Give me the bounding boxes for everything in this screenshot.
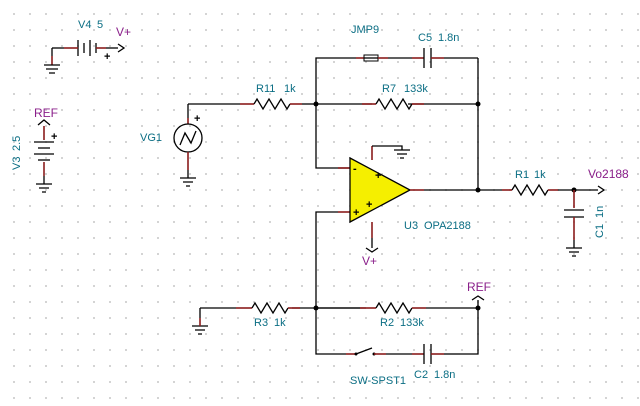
resistor-r3[interactable]: [236, 301, 300, 315]
resistor-r1[interactable]: [478, 183, 598, 197]
r7-name: R7: [382, 83, 396, 95]
u3-value: OPA2188: [424, 220, 471, 232]
junction-dot-inv: [313, 101, 319, 107]
c1-name: C1: [594, 224, 606, 238]
v3-name: V3: [11, 157, 23, 170]
junction-dot-ref: [475, 305, 481, 311]
capacitor-c5[interactable]: [412, 48, 478, 68]
jumper-jmp9[interactable]: [356, 54, 412, 62]
battery-v3[interactable]: [34, 119, 54, 193]
switch-sw-spst1[interactable]: [346, 347, 412, 356]
v4-value: 5: [97, 19, 103, 31]
u3-minus-input-sign: -: [353, 163, 357, 175]
vplus-net-label-top: V+: [116, 25, 131, 39]
v3-value: 2.5: [11, 136, 23, 151]
ref-net-label-left: REF: [34, 106, 58, 120]
u3-name: U3: [404, 220, 418, 232]
resistor-r2[interactable]: [316, 301, 478, 315]
c2-value: 1.8n: [434, 369, 455, 381]
c1-value: 1n: [594, 206, 606, 218]
signal-generator-vg1[interactable]: [173, 103, 203, 187]
opamp-u3[interactable]: [338, 145, 478, 253]
r1-name: R1: [515, 169, 529, 181]
r3-name: R3: [254, 317, 268, 329]
jmp9-name: JMP9: [351, 24, 379, 36]
r1-value: 1k: [534, 169, 546, 181]
r2-name: R2: [380, 317, 394, 329]
battery-v4[interactable]: [44, 40, 118, 74]
ref-net-label-bottom: REF: [467, 280, 491, 294]
v4-name: V4: [78, 19, 91, 31]
resistor-r7[interactable]: [362, 97, 424, 111]
u3-supply-plus-sign: +: [375, 170, 381, 182]
r3-left-wire: [199, 307, 236, 318]
u3-plus-input-sign-small: +: [366, 199, 372, 211]
r11-name: R11: [256, 83, 275, 95]
v3-plus-sign: +: [51, 131, 57, 143]
capacitor-c2[interactable]: [412, 344, 460, 364]
r11-value: 1k: [284, 83, 296, 95]
c2-name: C2: [414, 369, 428, 381]
vg1-name: VG1: [140, 132, 162, 144]
vplus-net-label-bottom: V+: [362, 254, 377, 268]
r7-value: 133k: [404, 83, 428, 95]
c5-name: C5: [418, 32, 432, 44]
r3-ground-icon: [192, 325, 208, 335]
u3-plus-input-sign: +: [353, 207, 359, 219]
resistor-r11[interactable]: [198, 97, 316, 111]
feedback-wire-top: [315, 57, 479, 190]
v4-plus-sign: +: [104, 51, 110, 63]
junction-dot-fb: [475, 101, 481, 107]
r2-value: 133k: [400, 317, 424, 329]
sw-spst1-name: SW-SPST1: [350, 375, 406, 387]
r3-value: 1k: [274, 317, 286, 329]
output-net-label: Vo2188: [588, 167, 629, 181]
vplus-terminal-top: [117, 43, 126, 53]
noninv-wire: [292, 211, 366, 355]
vg1-plus-sign: +: [194, 113, 200, 125]
output-terminal: [597, 185, 606, 195]
capacitor-c1[interactable]: [564, 190, 584, 257]
ref-terminal-bottom: [471, 295, 485, 301]
c5-value: 1.8n: [438, 32, 459, 44]
